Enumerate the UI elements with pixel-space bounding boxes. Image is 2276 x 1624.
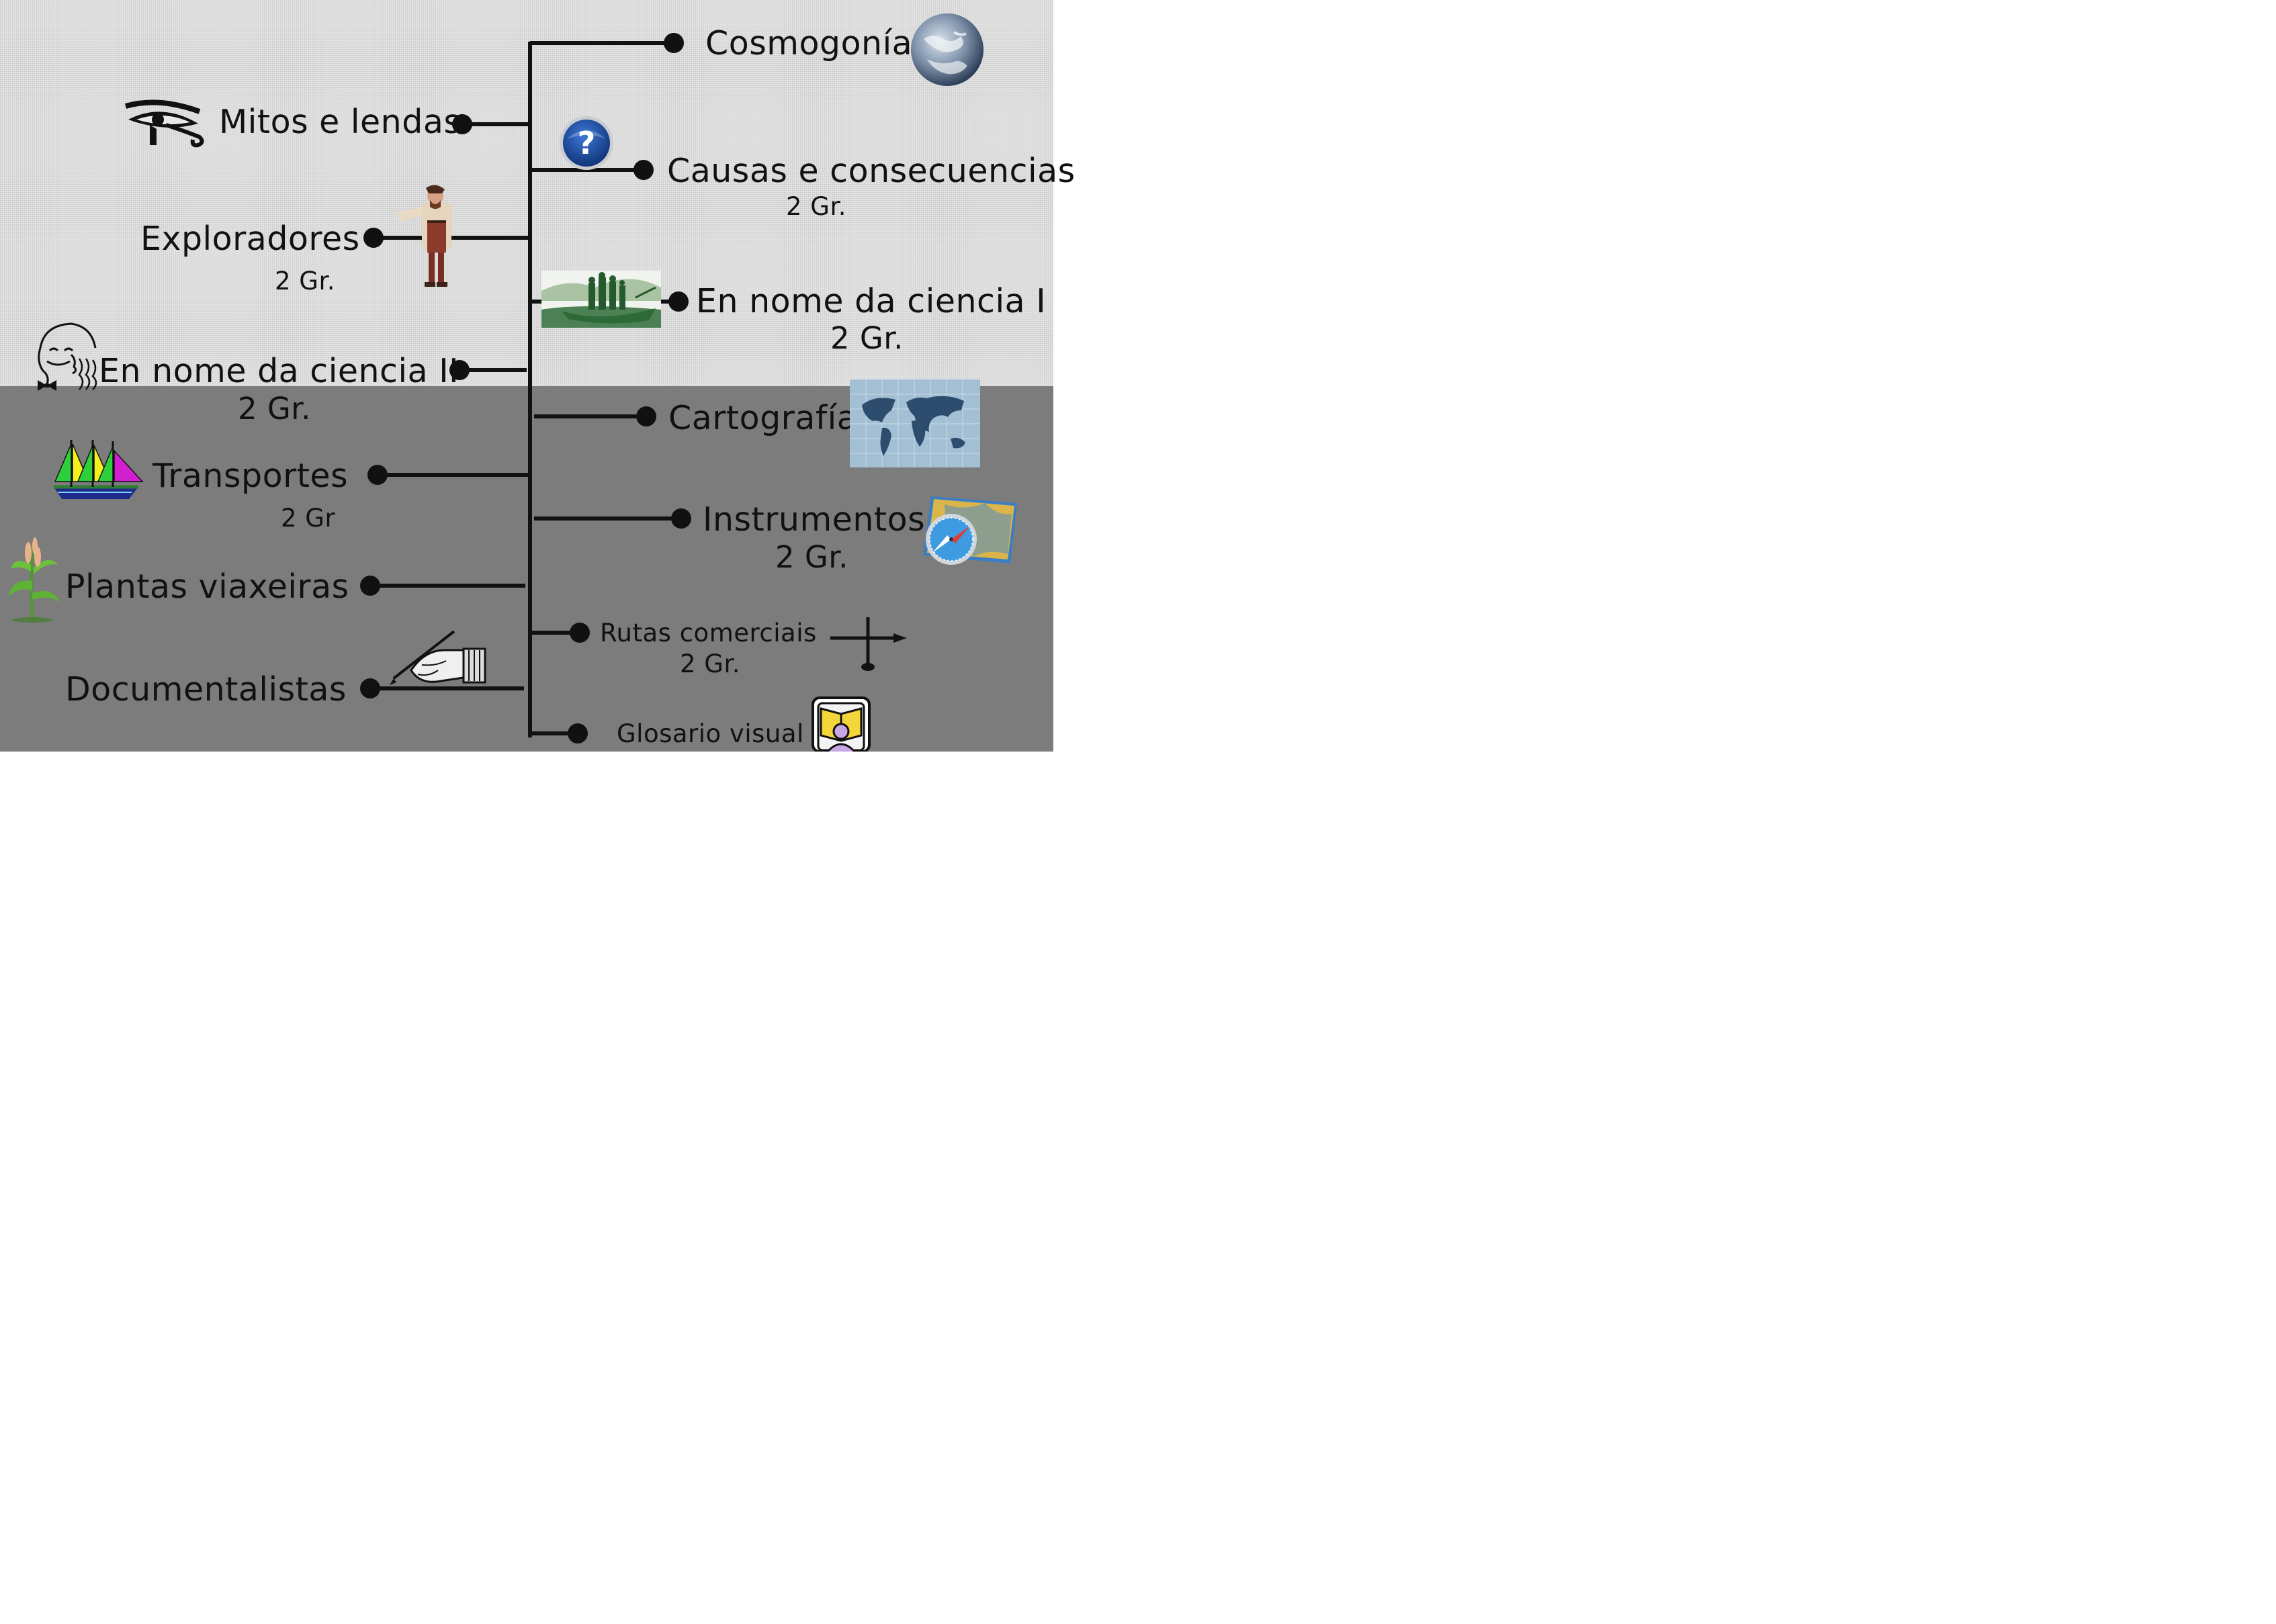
world-map-icon (850, 379, 980, 467)
node-dot-documentalistas (360, 678, 380, 698)
node-dot-transportes (367, 465, 388, 485)
explorer-icon (396, 185, 451, 287)
branch-label-plantas[interactable]: Plantas viaxeiras (65, 568, 349, 606)
node-dot-cosmogonia (664, 33, 684, 53)
branch-label-cosmogonia[interactable]: Cosmogonía (705, 24, 913, 62)
node-dot-mitos (452, 114, 472, 134)
background-top (0, 0, 1053, 386)
branch-label-ciencia-ii[interactable]: En nome da ciencia II (99, 352, 459, 390)
node-dot-instrumentos (671, 508, 691, 529)
branch-sub-rutas: 2 Gr. (680, 649, 741, 678)
branch-label-rutas[interactable]: Rutas comerciais (600, 619, 817, 647)
node-dot-cartografia (636, 406, 656, 426)
branch-sub-exploradores: 2 Gr. (275, 267, 336, 296)
branch-label-transportes[interactable]: Transportes (152, 457, 349, 495)
plant-icon (8, 537, 60, 623)
engraving-boat-icon (541, 271, 661, 328)
node-dot-plantas (360, 576, 380, 596)
branch-sub-transportes: 2 Gr (281, 504, 336, 533)
eye-of-horus-icon (124, 99, 204, 148)
node-dot-causas (633, 160, 654, 180)
branch-label-cartografia[interactable]: Cartografía (668, 399, 858, 437)
branch-label-instrumentos[interactable]: Instrumentos (703, 500, 926, 539)
branch-label-causas[interactable]: Causas e consecuencias (667, 152, 1076, 190)
earth-globe-icon (911, 13, 983, 86)
node-dot-rutas (570, 623, 590, 643)
branch-sub-ciencia-i: 2 Gr. (830, 320, 904, 356)
branch-sub-causas: 2 Gr. (786, 192, 847, 221)
book-reader-icon (812, 696, 871, 752)
sailing-ship-icon (54, 440, 144, 499)
branch-label-glosario[interactable]: Glosario visual (617, 719, 804, 748)
scientist-portrait-icon (38, 322, 97, 391)
writing-hand-icon (390, 630, 489, 689)
branch-label-ciencia-i[interactable]: En nome da ciencia I (696, 282, 1047, 320)
question-icon: ? (560, 116, 613, 170)
node-dot-glosario (568, 723, 588, 743)
branch-sub-instrumentos: 2 Gr. (775, 539, 848, 575)
node-dot-ciencia-i (668, 291, 689, 312)
branch-sub-ciencia-ii: 2 Gr. (238, 391, 311, 426)
branch-label-mitos[interactable]: Mitos e lendas (219, 103, 462, 141)
route-arrow-icon (830, 617, 907, 671)
question-glyph: ? (578, 125, 596, 161)
branch-label-exploradores[interactable]: Exploradores (140, 220, 360, 258)
compass-map-icon (923, 496, 1017, 565)
branch-label-documentalistas[interactable]: Documentalistas (65, 670, 347, 709)
node-dot-ciencia-ii (449, 360, 470, 380)
node-dot-exploradores (363, 228, 384, 248)
